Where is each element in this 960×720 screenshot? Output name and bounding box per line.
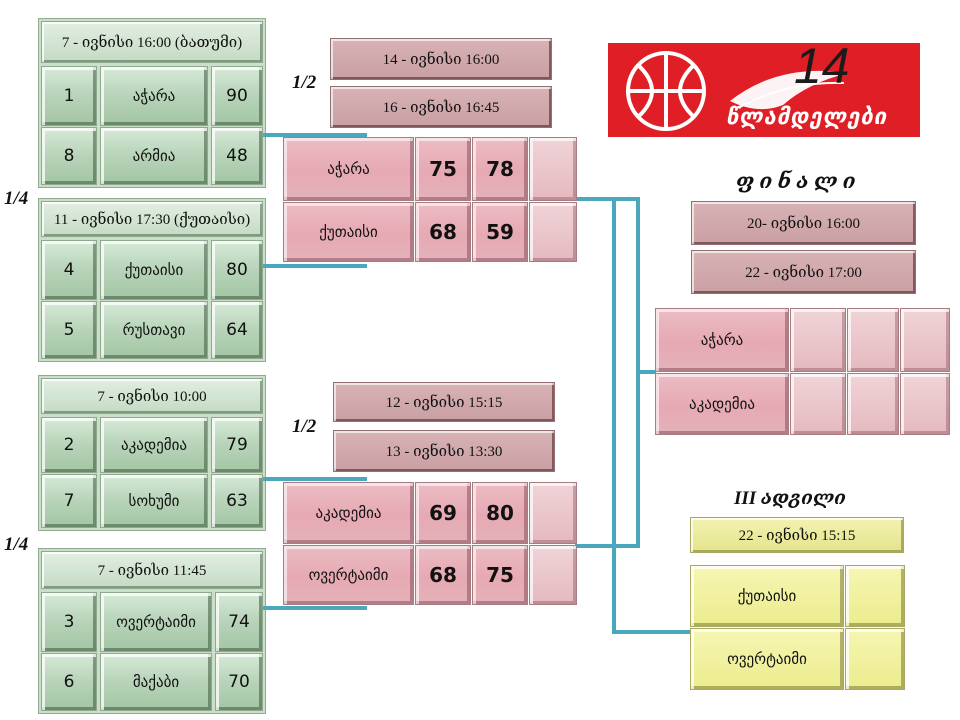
team-seed: 2 [41, 417, 97, 473]
game-score: 80 [472, 482, 528, 544]
game-score: 68 [415, 545, 471, 605]
match-date: 20- ივნისი 16:00 [691, 201, 916, 245]
game-score [529, 202, 577, 262]
team-score [845, 628, 905, 690]
team-seed: 5 [41, 301, 97, 359]
team-score: 74 [215, 592, 263, 652]
game-score [847, 308, 899, 372]
round-label-quarter: 1/4 [4, 188, 29, 209]
team-seed: 4 [41, 240, 97, 300]
bracket-connector [612, 630, 692, 634]
team-score: 80 [211, 240, 263, 300]
match-header: 7 - ივნისი 10:00 [41, 378, 263, 414]
team-name: აკადემია [283, 482, 414, 544]
team-name: აკადემია [100, 417, 208, 473]
team-name: ოვერტაიმი [283, 545, 414, 605]
game-score [847, 373, 899, 435]
team-seed: 6 [41, 653, 97, 711]
bracket-connector [575, 544, 640, 548]
logo-text: წლამდელები [726, 105, 888, 130]
team-name: ოვერტაიმი [690, 628, 844, 690]
team-name: აკადემია [655, 373, 789, 435]
match-header: 7 - ივნისი 16:00 (ბათუმი) [41, 21, 263, 63]
team-name: სოხუმი [100, 474, 208, 528]
game-score [790, 373, 846, 435]
match-date: 13 - ივნისი 13:30 [333, 430, 555, 472]
team-seed: 3 [41, 592, 97, 652]
team-score [845, 565, 905, 627]
match-header: 7 - ივნისი 11:45 [41, 551, 263, 589]
bracket-connector [575, 197, 640, 201]
team-score: 70 [215, 653, 263, 711]
team-score: 79 [211, 417, 263, 473]
bracket-connector [263, 264, 367, 268]
match-header: 11 - ივნისი 17:30 (ქუთაისი) [41, 201, 263, 237]
team-name: არმია [100, 127, 208, 185]
tournament-logo: 14 წლამდელები [608, 38, 920, 137]
bracket-connector [612, 197, 616, 632]
game-score: 78 [472, 137, 528, 201]
bracket-connector [636, 370, 656, 374]
team-seed: 7 [41, 474, 97, 528]
team-name: აჭარა [100, 66, 208, 126]
game-score: 68 [415, 202, 471, 262]
team-name: აჭარა [655, 308, 789, 372]
match-date: 22 - ივნისი 17:00 [691, 250, 916, 294]
game-score [529, 137, 577, 201]
round-label-semi: 1/2 [292, 416, 317, 437]
team-name: მაქაბი [100, 653, 212, 711]
team-name: აჭარა [283, 137, 414, 201]
team-name: ოვერტაიმი [100, 592, 212, 652]
match-date: 22 - ივნისი 15:15 [690, 517, 904, 553]
game-score [790, 308, 846, 372]
team-score: 64 [211, 301, 263, 359]
game-score: 75 [415, 137, 471, 201]
match-date: 14 - ივნისი 16:00 [330, 38, 552, 80]
team-score: 90 [211, 66, 263, 126]
bracket-connector [263, 133, 367, 137]
round-label-final: ფ ი ნ ა ლ ი [736, 169, 856, 193]
team-name: ქუთაისი [283, 202, 414, 262]
team-seed: 1 [41, 66, 97, 126]
team-name: ქუთაისი [100, 240, 208, 300]
bracket-connector [263, 606, 367, 610]
team-score: 48 [211, 127, 263, 185]
match-date: 12 - ივნისი 15:15 [333, 382, 555, 422]
match-date: 16 - ივნისი 16:45 [330, 86, 552, 128]
team-name: ქუთაისი [690, 565, 844, 627]
round-label-quarter: 1/4 [4, 534, 29, 555]
game-score [529, 482, 577, 544]
game-score: 59 [472, 202, 528, 262]
team-seed: 8 [41, 127, 97, 185]
logo-number: 14 [794, 38, 850, 94]
game-score [900, 373, 950, 435]
team-name: რუსთავი [100, 301, 208, 359]
round-label-third: III ადგილი [734, 488, 846, 509]
basketball-icon [626, 51, 848, 131]
game-score: 69 [415, 482, 471, 544]
game-score [900, 308, 950, 372]
team-score: 63 [211, 474, 263, 528]
game-score: 75 [472, 545, 528, 605]
round-label-semi: 1/2 [292, 72, 317, 93]
game-score [529, 545, 577, 605]
bracket-connector [263, 477, 367, 481]
